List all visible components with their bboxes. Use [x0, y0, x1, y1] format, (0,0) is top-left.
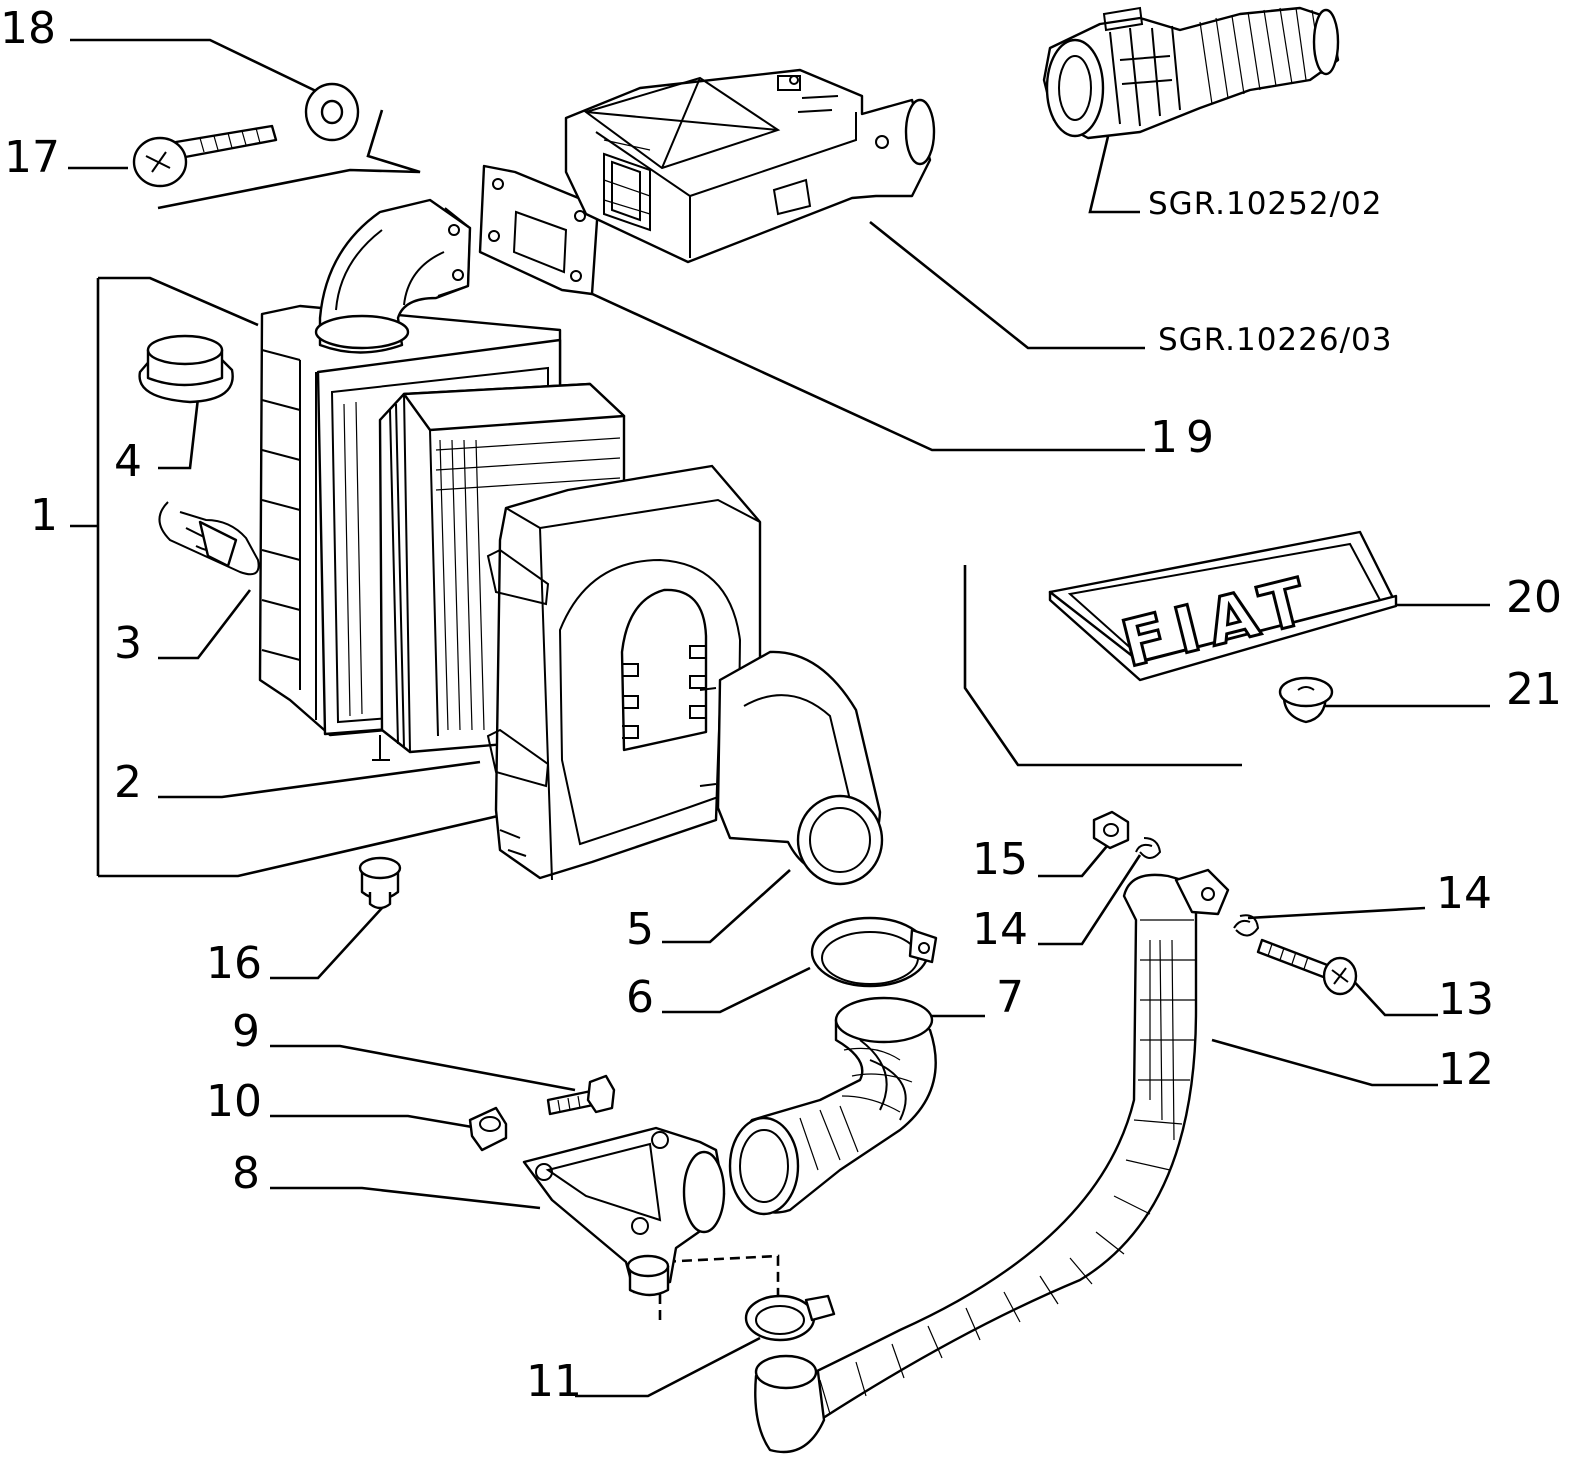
callout-labels: 18 17 4 1 3 2 5 16 6 7 9 10 8 11 15 14 1…	[0, 3, 1562, 1407]
fiat-badge-20: FIAT	[1048, 530, 1398, 684]
clamp-11	[744, 1294, 836, 1342]
callout-21: 21	[1506, 664, 1562, 715]
screw-9	[546, 1074, 616, 1116]
grommet-16	[358, 856, 402, 910]
callout-12: 12	[1438, 1044, 1494, 1095]
callout-8: 8	[232, 1148, 260, 1199]
callout-3: 3	[114, 618, 142, 669]
washer-14-upper	[1135, 837, 1162, 859]
callout-14-lower: 14	[1436, 868, 1492, 919]
callout-6: 6	[626, 972, 654, 1023]
callout-18: 18	[0, 3, 56, 54]
corrugated-bellows	[1042, 6, 1340, 140]
washer-18	[304, 82, 360, 142]
gasket-19	[478, 164, 600, 296]
callout-9: 9	[232, 1006, 260, 1057]
callout-5: 5	[626, 904, 654, 955]
callout-17: 17	[4, 132, 60, 183]
housing-cover-5	[486, 464, 884, 886]
bushing-10	[468, 1106, 508, 1152]
callout-14-upper: 14	[972, 904, 1028, 955]
callout-7: 7	[996, 972, 1024, 1023]
callout-1: 1	[30, 490, 58, 541]
grommet-4	[138, 334, 234, 404]
callout-19: 19	[1150, 412, 1222, 463]
callout-11: 11	[526, 1356, 582, 1407]
callout-13: 13	[1438, 974, 1494, 1025]
hose-clamp-6	[810, 916, 938, 988]
flange-fitting-8	[522, 1126, 726, 1297]
rubber-elbow-duct-7	[728, 996, 937, 1216]
corrugated-hose-12	[754, 868, 1230, 1454]
callout-10: 10	[206, 1076, 262, 1127]
washer-14-lower	[1233, 914, 1260, 937]
callout-4: 4	[114, 436, 142, 487]
plug-21	[1278, 676, 1334, 724]
nut-15	[1092, 810, 1130, 850]
air-flow-meter	[564, 68, 936, 264]
reference-flow-meter: SGR.10226/03	[1158, 322, 1393, 358]
bolt-13	[1256, 938, 1358, 996]
callout-15: 15	[972, 834, 1028, 885]
clip-3	[158, 501, 260, 576]
callout-20: 20	[1506, 572, 1562, 623]
reference-bellows: SGR.10252/02	[1148, 186, 1383, 222]
screw-17	[132, 124, 278, 188]
callout-2: 2	[114, 757, 142, 808]
callout-16: 16	[206, 938, 262, 989]
leader-lines	[68, 38, 1490, 1398]
